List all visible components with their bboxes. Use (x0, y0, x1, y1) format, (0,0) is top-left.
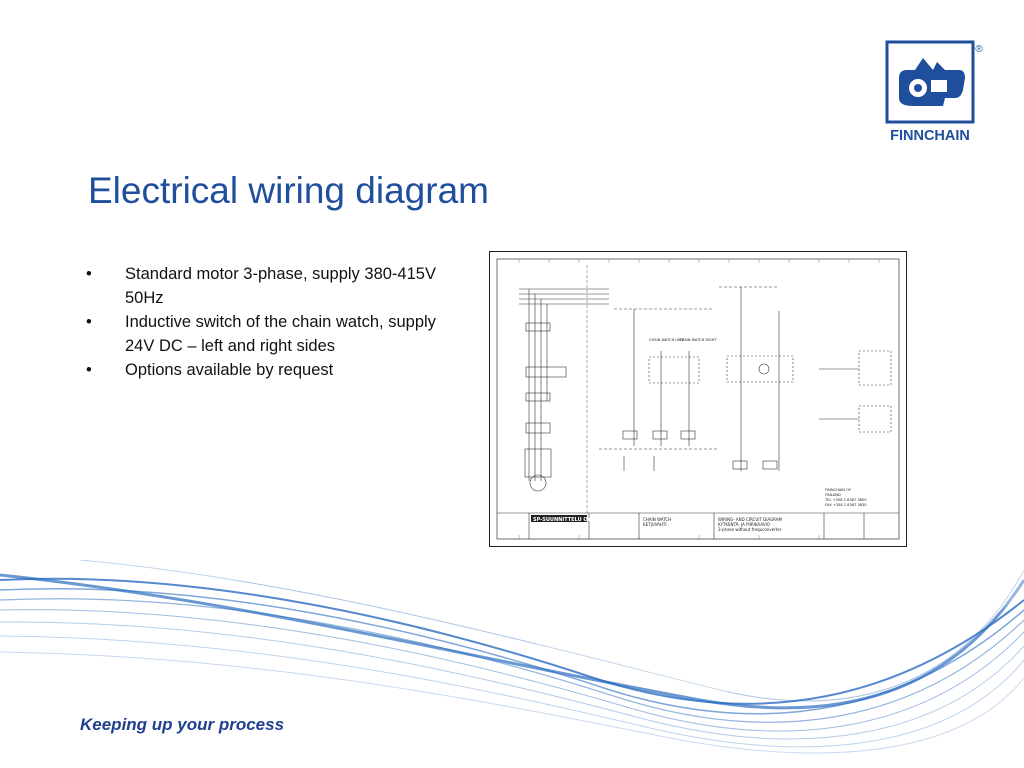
slide-title: Electrical wiring diagram (88, 170, 489, 211)
decorative-waves (0, 560, 1024, 754)
diagram-block-name: CHAIN WATCH (643, 517, 671, 522)
diagram-contact-1: FINNCHAIN OY (825, 488, 852, 492)
diagram-label-right: CHAIN WATCH RIGHT (679, 338, 717, 342)
diagram-label-left: CHAIN WATCH LEFT (649, 338, 685, 342)
logo-registered: ® (975, 44, 983, 55)
diagram-block-desc-2: KYTKENTÄ- JA PIIRIKAAVIO (718, 522, 770, 527)
diagram-company-stamp: SP-SUUNNITTELU OY (533, 517, 591, 523)
diagram-block-sub: KETJUVAHTI (643, 522, 667, 527)
wiring-diagram-image: CHAIN WATCH LEFT CHAIN WATCH RIGHT FINNC… (489, 251, 907, 547)
diagram-block-desc-3: 3-phase without frequconverter (718, 527, 782, 532)
bullet-item: Options available by request (86, 358, 466, 382)
diagram-contact-4: FAX +358 2 8387 3830 (825, 503, 867, 507)
diagram-contact-3: TEL +358 2 8387 3800 (824, 498, 867, 502)
footer-tagline: Keeping up your process (80, 715, 285, 734)
finnchain-logo: ® FINNCHAIN (885, 40, 983, 144)
diagram-contact-2: FINLAND (825, 493, 841, 497)
diagram-block-desc-1: WIRING- AND CIRCUIT DIAGRAM (718, 517, 783, 522)
bullet-item: Standard motor 3-phase, supply 380-415V … (86, 262, 466, 310)
bullet-list: Standard motor 3-phase, supply 380-415V … (86, 262, 466, 382)
logo-text: FINNCHAIN (890, 128, 970, 144)
bullet-item: Inductive switch of the chain watch, sup… (86, 310, 466, 358)
finnchain-logo-icon (899, 58, 965, 106)
